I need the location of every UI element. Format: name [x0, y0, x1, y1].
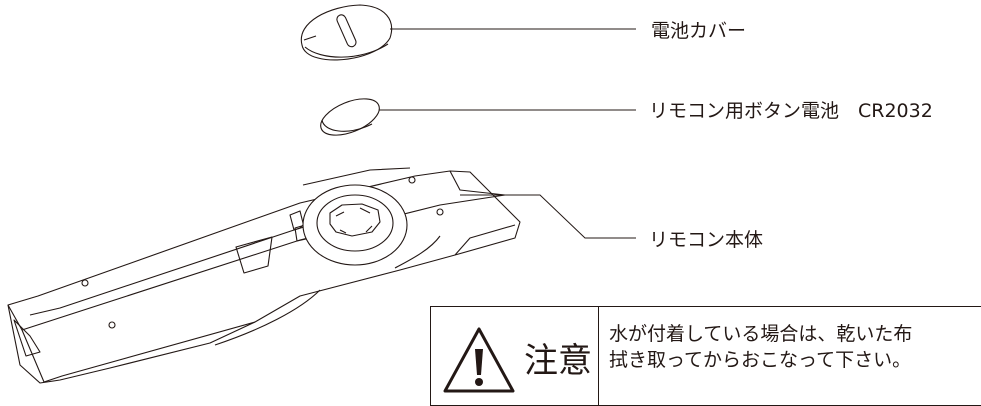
leader-line-remote-body: [460, 194, 636, 239]
caution-text-line-2: 拭き取ってからおこなって下さい。: [609, 349, 912, 371]
caution-text-line-1: 水が付着している場合は、乾いた布: [609, 323, 913, 345]
label-button-battery: リモコン用ボタン電池 CR2032: [649, 100, 933, 122]
remote-exploded-diagram: [7, 4, 636, 384]
caution-box: 注意 水が付着している場合は、乾いた布 拭き取ってからおこなって下さい。: [430, 306, 981, 406]
remote-body-drawing: [7, 167, 521, 384]
label-remote-body: リモコン本体: [649, 229, 764, 251]
button-battery-drawing: [320, 98, 380, 136]
battery-cover-drawing: [300, 4, 393, 61]
caution-title: 注意: [524, 341, 592, 381]
warning-triangle-icon: [443, 327, 515, 393]
label-battery-cover: 電池カバー: [651, 20, 747, 42]
caution-text: 水が付着している場合は、乾いた布 拭き取ってからおこなって下さい。: [609, 321, 912, 373]
caution-divider: [598, 307, 600, 405]
